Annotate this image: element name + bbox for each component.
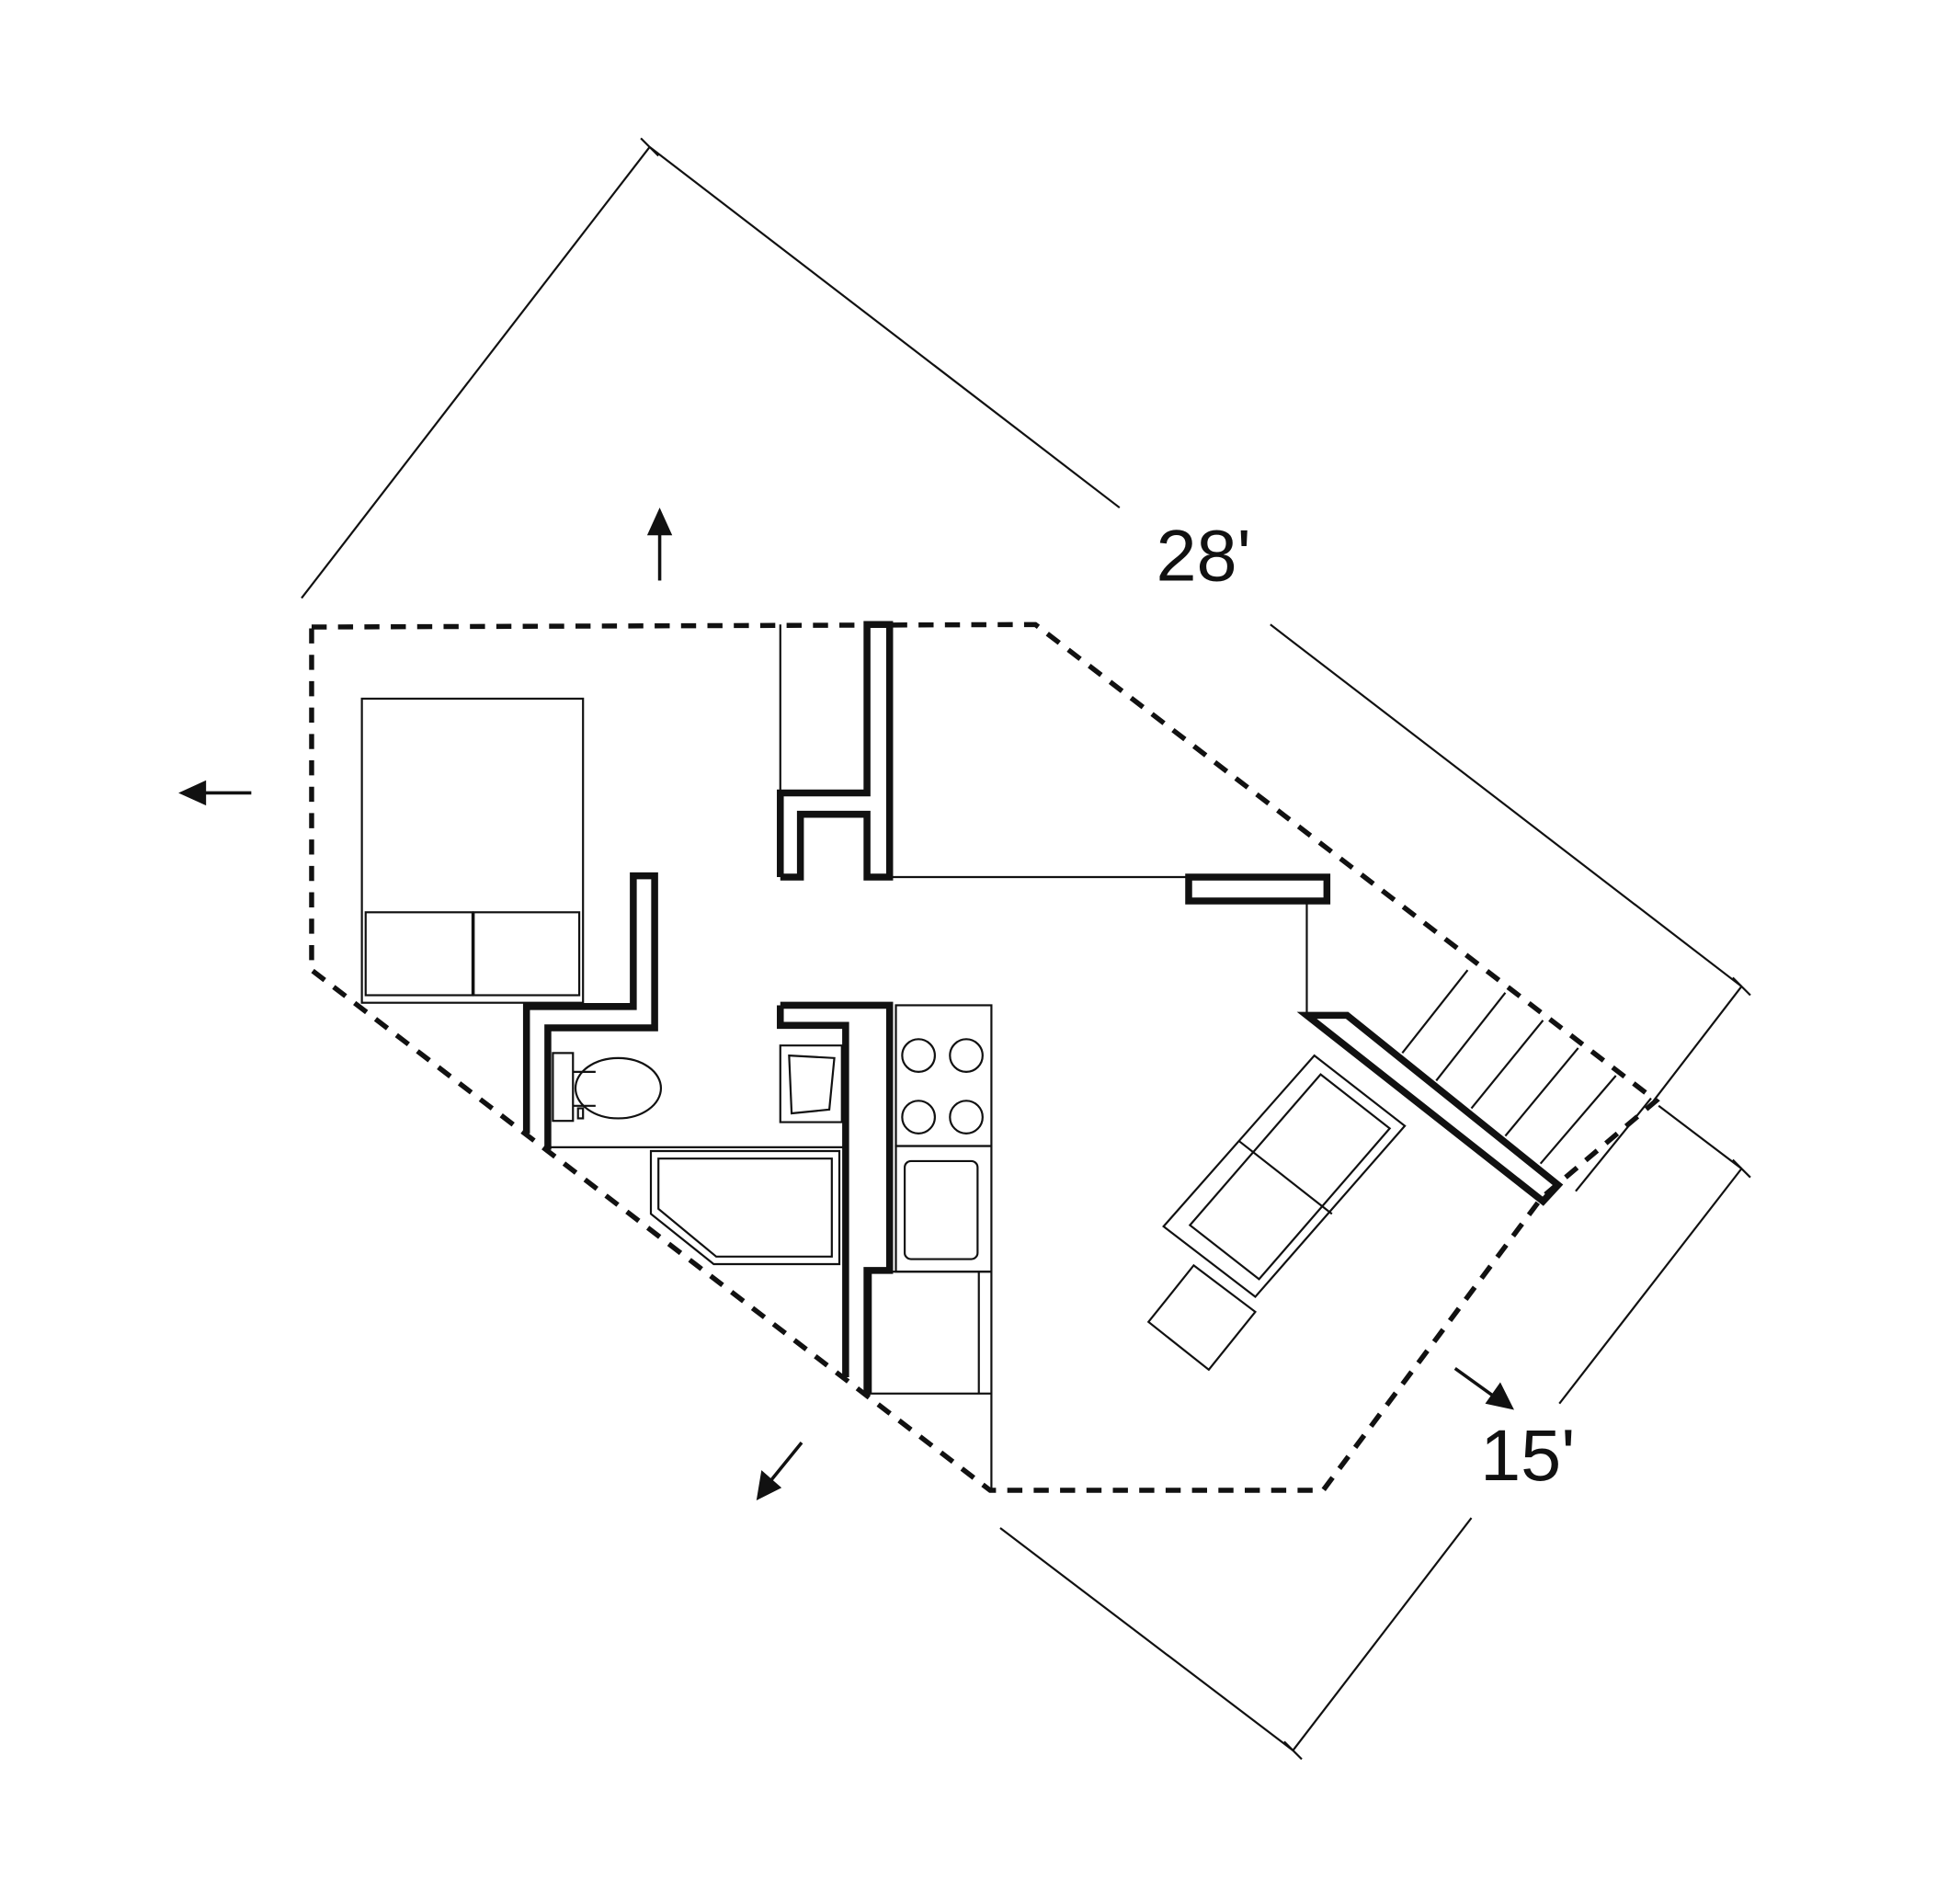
- dimension-label-width: 15': [1480, 1414, 1575, 1496]
- arrow-left-icon: [178, 780, 252, 806]
- sofa: [1162, 1054, 1407, 1299]
- exterior-outline: [309, 621, 1660, 1493]
- bathroom-wall: [522, 872, 894, 1396]
- dimension-line-length: [301, 137, 1751, 1101]
- ottoman: [1146, 1263, 1257, 1372]
- sink: [779, 1044, 843, 1123]
- partition-wall: [1185, 873, 1331, 905]
- bed: [360, 697, 585, 1004]
- arrow-up-icon: [646, 507, 673, 581]
- bathtub: [547, 1146, 846, 1266]
- toilet: [552, 1052, 663, 1123]
- kitchen-sink: [895, 1145, 993, 1273]
- stair-wall: [1296, 1011, 1564, 1206]
- arrow-down-left-icon: [756, 1441, 803, 1500]
- dimension-label-length: 28': [1156, 514, 1250, 596]
- dimension-line-width: [999, 1104, 1751, 1761]
- arrow-down-right-icon: [1453, 1367, 1514, 1410]
- kitchen-counter: [870, 1271, 993, 1491]
- stairs: [1401, 969, 1652, 1192]
- stove: [895, 1004, 993, 1147]
- closet: [777, 621, 1189, 881]
